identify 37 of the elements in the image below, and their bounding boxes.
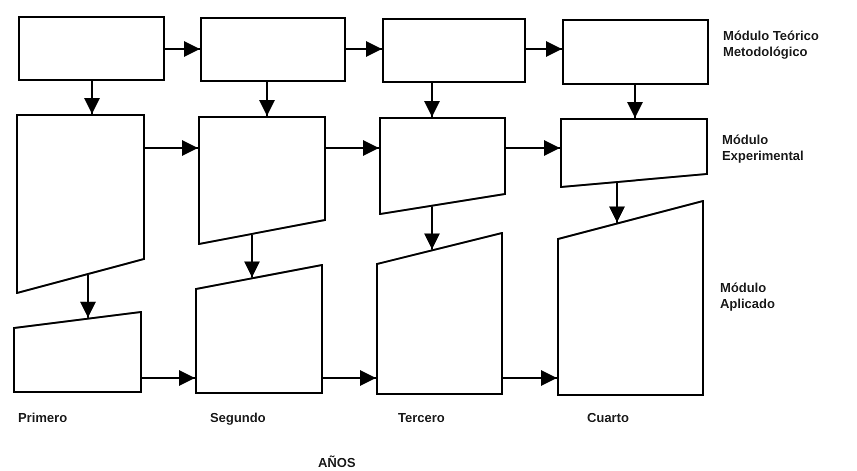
row-label: Módulo Experimental — [722, 132, 805, 164]
arrow — [503, 370, 557, 386]
axis-label: AÑOS — [318, 455, 356, 471]
column-label: Cuarto — [587, 410, 629, 426]
arrow — [244, 234, 260, 278]
trapezoid-shape — [379, 117, 506, 215]
trapezoid-shape — [13, 311, 142, 393]
row-label: Módulo Teórico Metodológico — [723, 28, 820, 60]
process-box — [18, 16, 165, 81]
process-box — [382, 18, 526, 83]
arrow — [84, 81, 100, 114]
arrow — [259, 82, 275, 116]
arrow — [424, 83, 440, 117]
arrow — [80, 275, 96, 318]
arrow — [609, 183, 625, 222]
trapezoid-shape — [560, 118, 708, 188]
process-box — [200, 17, 346, 82]
trapezoid-shape — [557, 200, 704, 396]
column-label: Tercero — [398, 410, 445, 426]
process-box — [562, 19, 709, 85]
row-label: Módulo Aplicado — [720, 280, 776, 312]
arrow — [424, 206, 440, 250]
trapezoid-shape — [376, 232, 503, 395]
arrow — [506, 140, 560, 156]
arrow — [326, 140, 379, 156]
trapezoid-shape — [198, 116, 326, 245]
arrow — [145, 140, 198, 156]
trapezoid-shape — [16, 114, 145, 294]
arrow — [323, 370, 376, 386]
arrow — [165, 41, 200, 57]
arrow — [526, 41, 562, 57]
column-label: Primero — [18, 410, 68, 426]
arrow — [142, 370, 195, 386]
arrow — [346, 41, 382, 57]
arrow — [627, 85, 643, 118]
trapezoid-shape — [195, 264, 323, 394]
column-label: Segundo — [210, 410, 266, 426]
